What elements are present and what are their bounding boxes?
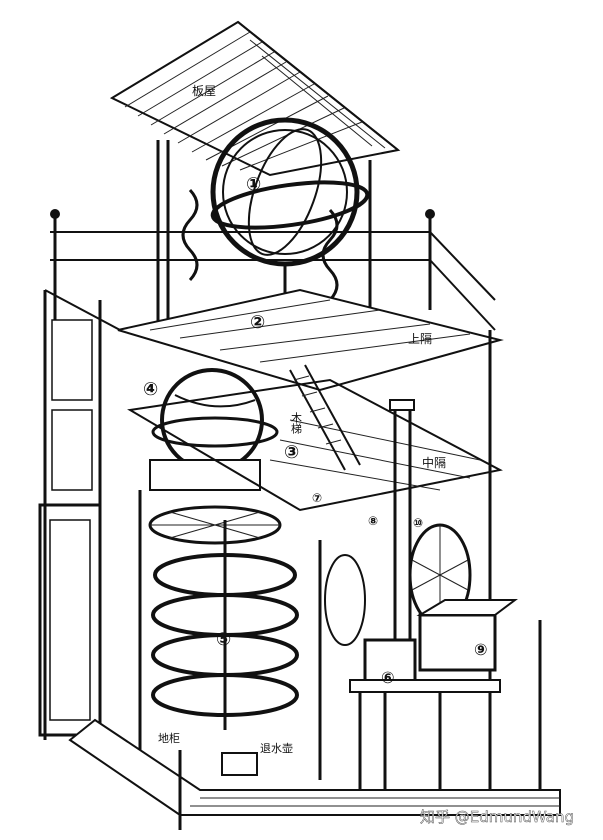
marker-3: ③: [284, 442, 299, 463]
marker-9: ⑨: [474, 640, 488, 659]
marker-8: ⑧: [368, 514, 378, 528]
label-stairs: 木梯: [290, 412, 303, 435]
middle-floor: [127, 378, 503, 660]
label-roof: 板屋: [192, 84, 216, 98]
base-platform: [68, 718, 561, 830]
circled-markers: ① ② ③ ④ ⑤ ⑥ ⑦ ⑧ ⑨ ⑩: [143, 174, 488, 687]
label-sump: 地柜: [158, 732, 180, 745]
marker-10: ⑩: [413, 516, 423, 530]
marker-7: ⑦: [312, 491, 322, 505]
marker-4: ④: [143, 379, 158, 400]
drive-wheel: [138, 490, 322, 780]
chinese-labels: 板屋 上隔 中隔 木梯 地柜 退水壶: [158, 84, 446, 755]
roof: [109, 20, 401, 177]
label-middle-floor: 中隔: [422, 455, 446, 470]
upper-floor: [50, 209, 504, 392]
water-tanks: [349, 599, 518, 790]
label-drain: 退水壶: [260, 741, 293, 755]
celestial-globe: [149, 368, 279, 491]
watermark: 知乎 @EdmundWang: [420, 808, 574, 826]
marker-6: ⑥: [381, 668, 395, 687]
marker-1: ①: [246, 174, 261, 195]
marker-2: ②: [250, 312, 265, 333]
stairs: [289, 364, 361, 471]
roof-posts: [156, 140, 372, 330]
label-upper-floor: 上隔: [408, 332, 432, 346]
marker-5: ⑤: [216, 629, 231, 650]
tower-frame: [38, 289, 542, 790]
